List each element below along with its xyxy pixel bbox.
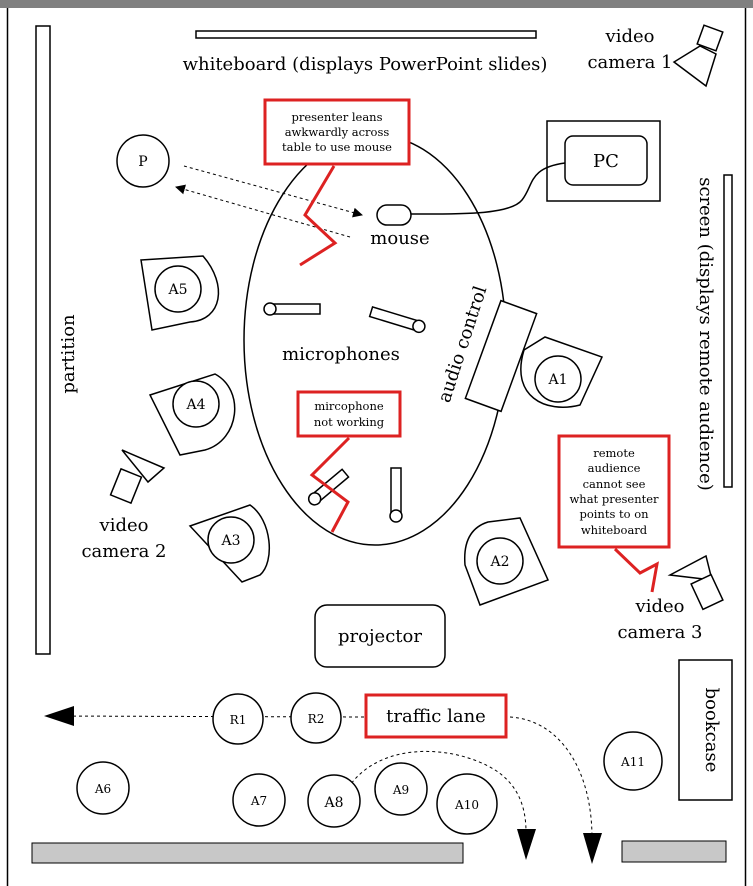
- bookcase: [678, 659, 733, 801]
- pc-inner: [564, 135, 648, 186]
- seat-a5: A5: [140, 255, 220, 331]
- traffic-lane-arrow-left: [47, 715, 365, 718]
- mouse-cable: [410, 162, 566, 215]
- video-camera-2-icon: [109, 449, 166, 505]
- projector: [314, 604, 446, 668]
- seat-a1: A1: [520, 336, 604, 408]
- traffic-lane-curve-middle-head: [517, 829, 536, 860]
- problem-mouse-zigzag: [299, 165, 338, 267]
- video-camera-1-icon: [672, 24, 724, 88]
- room-top-wall: [0, 0, 753, 8]
- problem-remote-line2: audience: [588, 461, 641, 475]
- seat-a7: A7: [232, 773, 286, 827]
- seat-r2: R2: [290, 692, 342, 744]
- svg-text:A8: A8: [323, 795, 343, 811]
- traffic-lane-curve-right-head: [583, 833, 602, 864]
- problem-mouse-line3: table to use mouse: [282, 140, 392, 154]
- seat-r1: R1: [212, 693, 264, 745]
- microphones-label: microphones: [282, 344, 400, 365]
- mouse-label: mouse: [370, 228, 429, 249]
- problem-remote-line1: remote: [593, 446, 635, 460]
- svg-text:A5: A5: [167, 282, 187, 298]
- projector-label: projector: [338, 626, 422, 647]
- bookcase-label: bookcase: [701, 688, 722, 773]
- svg-text:R1: R1: [230, 713, 247, 727]
- floor-bar-left: [31, 842, 464, 864]
- video-camera-2-label-line2: camera 2: [81, 541, 166, 562]
- problem-mouse-line2: awkwardly across: [285, 125, 390, 139]
- seat-a10: A10: [436, 773, 498, 835]
- microphone-2: [368, 305, 426, 334]
- seat-a9: A9: [374, 762, 428, 816]
- audio-control-box: [464, 299, 538, 413]
- video-camera-2-label-line1: video: [99, 515, 149, 536]
- problem-box-mouse: [263, 98, 411, 166]
- whiteboard: [195, 30, 537, 39]
- microphone-3: [307, 468, 350, 506]
- problem-mic-line2: not working: [314, 415, 385, 429]
- presenter-to-mouse-arrow: [183, 165, 363, 218]
- seat-a6: A6: [76, 761, 130, 815]
- screen: [723, 174, 733, 488]
- problem-mic-zigzag: [309, 436, 351, 533]
- svg-text:A7: A7: [250, 794, 267, 808]
- presenter-label: P: [138, 154, 147, 170]
- traffic-lane-curve-right: [509, 716, 593, 839]
- svg-text:A11: A11: [620, 755, 645, 769]
- svg-text:A9: A9: [392, 783, 409, 797]
- video-camera-3-label-line1: video: [635, 596, 685, 617]
- microphone-4: [389, 467, 403, 523]
- seat-a11: A11: [603, 731, 663, 791]
- floor-bar-right: [621, 840, 727, 863]
- whiteboard-label: whiteboard (displays PowerPoint slides): [183, 54, 548, 75]
- partition: [35, 25, 51, 655]
- pc-label: PC: [593, 151, 619, 172]
- presenter-circle: [116, 134, 170, 188]
- problem-remote-line6: whiteboard: [581, 523, 648, 537]
- problem-remote-zigzag: [613, 547, 660, 593]
- svg-text:A3: A3: [220, 533, 240, 549]
- problem-mouse-line1: presenter leans: [291, 110, 382, 124]
- seat-a2: A2: [464, 517, 550, 606]
- video-camera-1-label-line1: video: [605, 26, 655, 47]
- mouse-icon: [376, 204, 412, 226]
- traffic-lane-curve-middle: [347, 750, 527, 833]
- partition-label: partition: [58, 314, 79, 394]
- svg-text:A6: A6: [94, 782, 111, 796]
- seat-a4: A4: [148, 373, 236, 456]
- svg-text:R2: R2: [308, 712, 325, 726]
- problem-box-remote-audience: [557, 434, 671, 549]
- problem-mic-line1: mircophone: [314, 399, 384, 413]
- problem-remote-line3: cannot see: [583, 477, 646, 491]
- problem-traffic-label: traffic lane: [386, 706, 486, 727]
- problem-remote-line5: points to on: [579, 507, 649, 521]
- problem-box-microphone: [296, 390, 402, 438]
- problem-box-traffic-lane: [364, 693, 508, 739]
- screen-label: screen (displays remote audience): [695, 177, 716, 491]
- svg-text:A10: A10: [454, 798, 479, 812]
- microphone-1: [263, 302, 321, 316]
- problem-remote-line4: what presenter: [569, 492, 659, 506]
- video-camera-3-label-line2: camera 3: [617, 622, 702, 643]
- seat-a3: A3: [188, 504, 271, 583]
- svg-text:A1: A1: [547, 372, 567, 388]
- svg-text:A4: A4: [185, 397, 205, 413]
- traffic-lane-arrow-left-head: [44, 706, 74, 726]
- video-camera-1-label-line2: camera 1: [587, 52, 672, 73]
- svg-text:A2: A2: [489, 554, 509, 570]
- seat-a8: A8: [307, 774, 361, 828]
- video-camera-3-icon: [667, 554, 724, 611]
